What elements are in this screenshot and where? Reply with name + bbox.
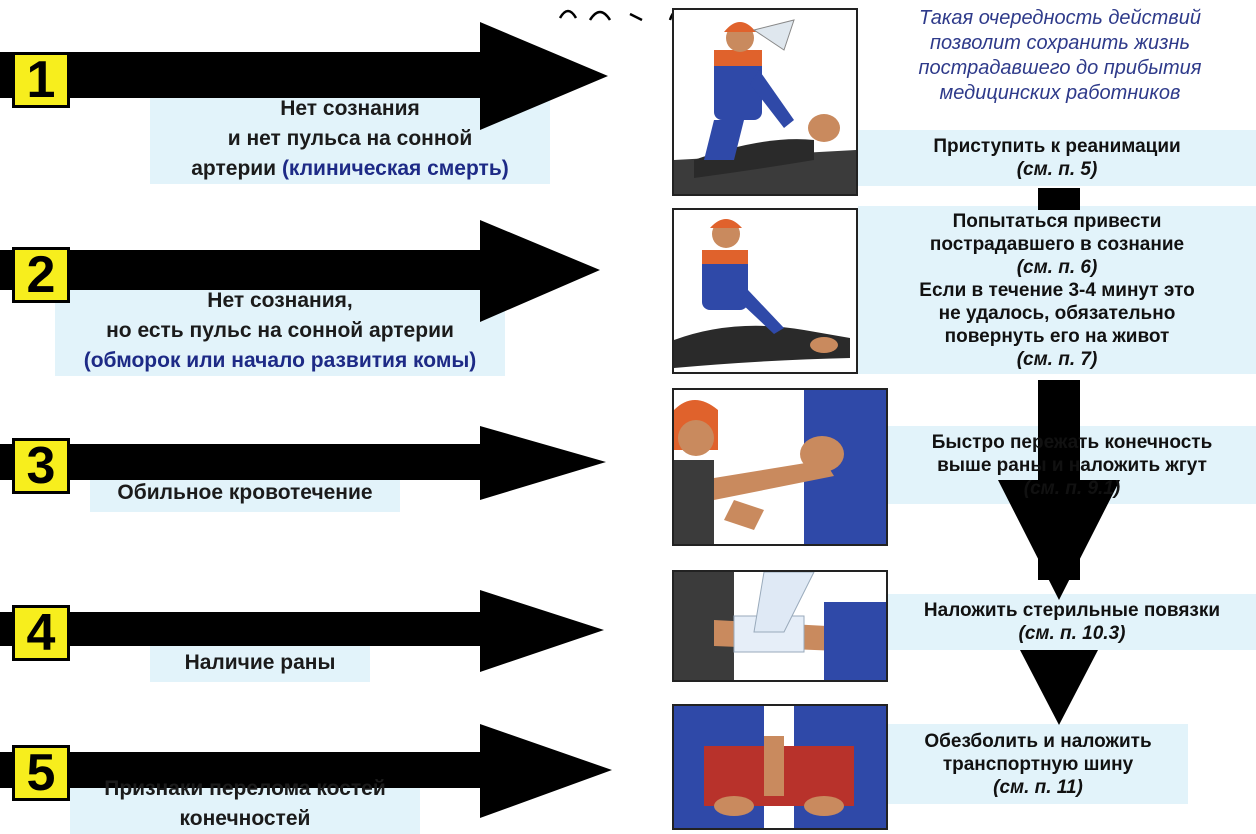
action-band-5 xyxy=(888,724,1188,804)
intro-line: пострадавшего до прибытия xyxy=(918,57,1202,79)
action-line: Обезболить и наложить xyxy=(924,730,1152,752)
condition-band-3 xyxy=(90,476,400,512)
condition-band-4 xyxy=(150,646,370,682)
action-reference: (см. п. 10.3) xyxy=(1018,623,1126,644)
action-text-4: Наложить стерильные повязки (см. п. 10.3… xyxy=(888,596,1256,648)
condition-line: Обильное кровотечение xyxy=(117,481,373,504)
step-number-2: 2 xyxy=(12,247,70,303)
condition-text-4: Наличие раны xyxy=(150,648,370,678)
condition-line: Нет сознания xyxy=(280,97,420,120)
step-number-3: 3 xyxy=(12,438,70,494)
action-line: транспортную шину xyxy=(942,753,1134,775)
bandage-illustration-icon xyxy=(674,572,886,680)
action-band-2 xyxy=(858,206,1256,374)
illustration-3 xyxy=(672,388,888,546)
illustration-1 xyxy=(672,8,858,196)
action-line: пострадавшего в сознание xyxy=(929,233,1185,255)
splint-illustration-icon xyxy=(674,706,886,828)
action-reference: (см. п. 9.1) xyxy=(1023,477,1121,499)
action-line: Приступить к реанимации xyxy=(933,136,1181,157)
condition-line: конечностей xyxy=(179,807,311,830)
condition-line: Признаки перелома костей xyxy=(104,777,386,800)
condition-line: Нет сознания, xyxy=(207,289,353,312)
intro-line: позволит сохранить жизнь xyxy=(930,32,1190,54)
condition-line: артерии (клиническая смерть) xyxy=(150,154,550,184)
step-number-4: 4 xyxy=(12,605,70,661)
action-band-4 xyxy=(888,594,1256,650)
action-reference: (см. п. 11) xyxy=(993,776,1083,798)
arrow-2 xyxy=(0,220,600,322)
condition-text-3: Обильное кровотечение xyxy=(90,478,400,508)
action-reference: (см. п. 6) xyxy=(1016,256,1098,278)
tourniquet-illustration-icon xyxy=(674,390,886,544)
action-line: Быстро пережать конечность xyxy=(931,431,1213,453)
step-number-5: 5 xyxy=(12,745,70,801)
arrow-4 xyxy=(0,590,604,672)
condition-line-emphasis: (обморок или начало развития комы) xyxy=(83,349,477,372)
condition-text-1: Нет сознания и нет пульса на сонной арте… xyxy=(150,94,550,184)
action-line: повернуть его на живот xyxy=(944,325,1170,347)
arrow-1 xyxy=(0,22,608,130)
action-line: Если в течение 3-4 минут это xyxy=(919,279,1195,301)
arrow-5 xyxy=(0,724,612,818)
action-line: Наложить стерильные повязки xyxy=(923,600,1221,621)
condition-line: и нет пульса на сонной xyxy=(227,127,473,150)
action-text-5: Обезболить и наложить транспортную шину … xyxy=(888,726,1188,802)
step-number-1: 1 xyxy=(12,52,70,108)
action-line: Попытаться привести xyxy=(952,210,1162,232)
action-reference: (см. п. 7) xyxy=(1016,348,1098,370)
condition-arrows xyxy=(0,22,612,818)
action-band-1 xyxy=(858,130,1256,186)
sequence-arrow xyxy=(998,188,1120,725)
arrow-3 xyxy=(0,426,606,500)
action-line: выше раны и наложить жгут xyxy=(937,454,1207,476)
illustration-5 xyxy=(672,704,888,830)
intro-text: Такая очередность действий позволит сохр… xyxy=(870,6,1250,106)
cpr-illustration-icon xyxy=(674,10,856,194)
illustration-2 xyxy=(672,208,858,374)
action-text-1: Приступить к реанимации (см. п. 5) xyxy=(858,130,1256,186)
action-text-3: Быстро пережать конечность выше раны и н… xyxy=(888,428,1256,502)
condition-line-plain: артерии xyxy=(191,157,282,180)
action-reference: (см. п. 5) xyxy=(1016,159,1098,180)
condition-text-5: Признаки перелома костей конечностей xyxy=(60,774,430,834)
action-text-2: Попытаться привести пострадавшего в созн… xyxy=(858,208,1256,372)
condition-band-2 xyxy=(55,282,505,376)
intro-line: медицинских работников xyxy=(939,82,1181,104)
action-line: не удалось, обязательно xyxy=(938,302,1176,324)
illustration-4 xyxy=(672,570,888,682)
recovery-illustration-icon xyxy=(674,210,856,372)
intro-line: Такая очередность действий xyxy=(919,7,1201,29)
condition-line: Наличие раны xyxy=(184,651,336,674)
condition-text-2: Нет сознания, но есть пульс на сонной ар… xyxy=(30,286,530,376)
condition-line-emphasis: (клиническая смерть) xyxy=(281,157,509,180)
condition-line: но есть пульс на сонной артерии xyxy=(106,319,454,342)
